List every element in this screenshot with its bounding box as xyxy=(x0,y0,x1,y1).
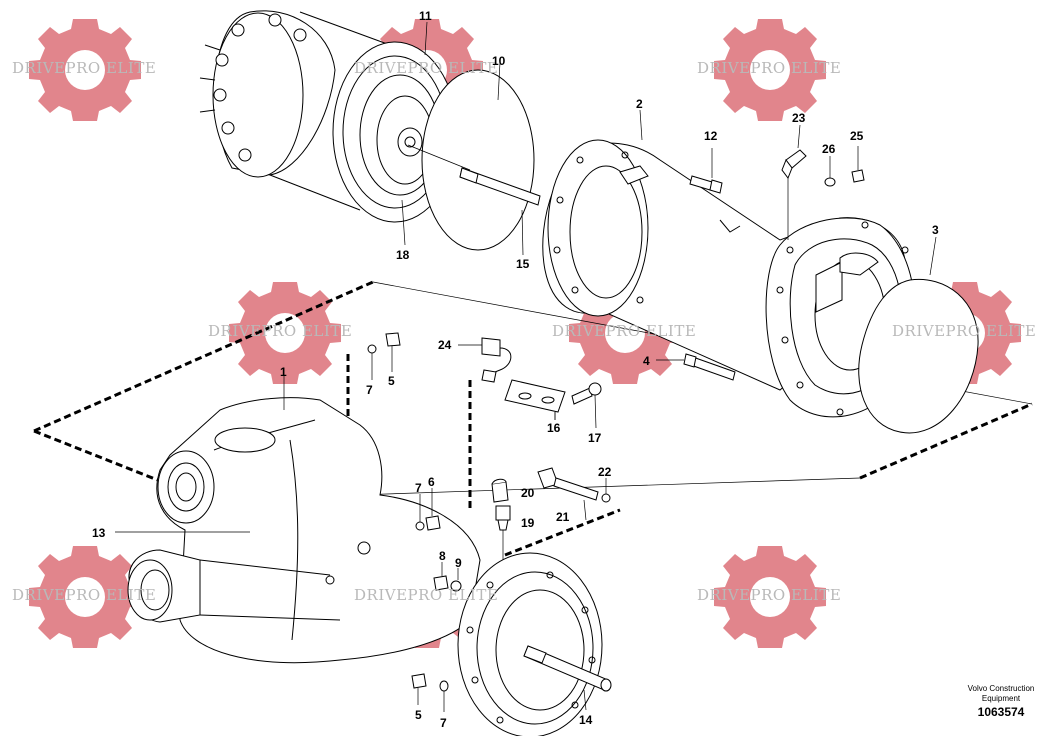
washer-7c xyxy=(439,680,449,692)
bolt-12 xyxy=(689,148,723,194)
axle-housing xyxy=(542,139,916,418)
watermark-text: DRIVEPRO ELITE xyxy=(697,59,841,77)
callout-17: 17 xyxy=(588,431,602,445)
washer-26 xyxy=(824,177,836,187)
callout-5: 5 xyxy=(415,708,422,722)
callout-4: 4 xyxy=(643,354,650,368)
plate-16 xyxy=(504,379,566,420)
callout-5: 5 xyxy=(388,374,395,388)
breather-23 xyxy=(781,124,807,240)
watermark-text-layer: DRIVEPRO ELITE DRIVEPRO ELITE DRIVEPRO E… xyxy=(12,59,1036,604)
brand-line-2: Equipment xyxy=(982,694,1021,703)
callout-2: 2 xyxy=(636,97,643,111)
callout-6: 6 xyxy=(428,475,435,489)
callout-3: 3 xyxy=(932,223,939,237)
watermark-text: DRIVEPRO ELITE xyxy=(354,59,498,77)
callout-23: 23 xyxy=(792,111,806,125)
bolt-4 xyxy=(656,353,736,381)
o-ring xyxy=(421,69,535,251)
callout-12: 12 xyxy=(704,129,718,143)
callout-7: 7 xyxy=(440,716,447,730)
sensor-24 xyxy=(458,337,512,383)
axle-flange xyxy=(457,552,603,736)
seal-ring xyxy=(858,278,979,434)
callout-24: 24 xyxy=(438,338,452,352)
differential-carrier xyxy=(115,397,481,664)
callout-7: 7 xyxy=(415,481,422,495)
plug-5b xyxy=(411,673,427,689)
drive-shaft-lower xyxy=(523,645,612,692)
callout-22: 22 xyxy=(598,465,612,479)
callout-18: 18 xyxy=(396,248,410,262)
document-number: 1063574 xyxy=(978,705,1025,719)
plug-8 xyxy=(433,575,449,591)
callout-9: 9 xyxy=(455,556,462,570)
line-drawing xyxy=(33,10,1033,736)
sensor-21 xyxy=(537,467,599,501)
o-ring-22 xyxy=(601,493,611,503)
callout-20: 20 xyxy=(521,486,535,500)
callout-10: 10 xyxy=(492,54,506,68)
plug-5 xyxy=(385,332,401,347)
screw-17 xyxy=(571,382,602,429)
washer-7b xyxy=(415,521,425,531)
callout-8: 8 xyxy=(439,549,446,563)
callout-15: 15 xyxy=(516,257,530,271)
callout-layer: 11 10 2 12 23 26 25 18 15 3 24 4 1 7 5 1… xyxy=(92,9,939,730)
callout-21: 21 xyxy=(556,510,570,524)
watermark-text: DRIVEPRO ELITE xyxy=(354,586,498,604)
watermark-text: DRIVEPRO ELITE xyxy=(12,59,156,77)
callout-13: 13 xyxy=(92,526,106,540)
callout-7: 7 xyxy=(366,383,373,397)
washer-9 xyxy=(450,580,462,592)
cap-20 xyxy=(491,481,509,503)
fitting-19 xyxy=(495,505,511,565)
callout-26: 26 xyxy=(822,142,836,156)
drive-shaft-upper xyxy=(407,144,541,206)
watermark-text: DRIVEPRO ELITE xyxy=(892,322,1036,340)
callout-14: 14 xyxy=(579,713,593,727)
callout-11: 11 xyxy=(419,9,432,23)
washer-7 xyxy=(367,344,377,354)
callout-16: 16 xyxy=(547,421,561,435)
plug-25 xyxy=(851,169,865,183)
callout-19: 19 xyxy=(521,516,535,530)
watermark-text: DRIVEPRO ELITE xyxy=(552,322,696,340)
title-block: Volvo Construction Equipment 1063574 xyxy=(968,684,1035,719)
callout-25: 25 xyxy=(850,129,864,143)
watermark-text: DRIVEPRO ELITE xyxy=(208,322,352,340)
watermark-text: DRIVEPRO ELITE xyxy=(12,586,156,604)
plug-6 xyxy=(425,515,441,531)
watermark-text: DRIVEPRO ELITE xyxy=(697,586,841,604)
brand-line-1: Volvo Construction xyxy=(968,684,1035,693)
callout-1: 1 xyxy=(280,365,287,379)
